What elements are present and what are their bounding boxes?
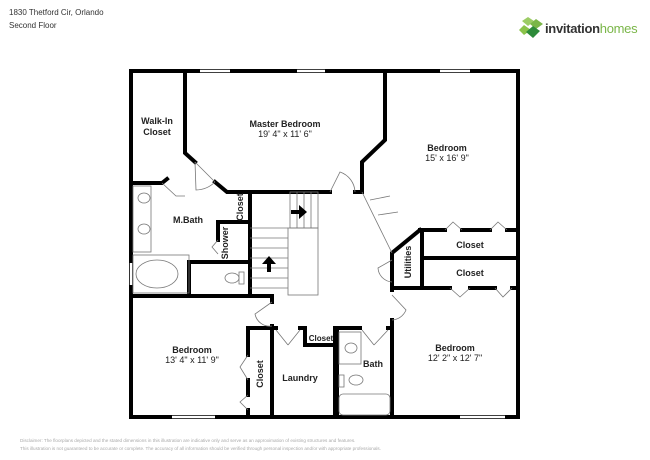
fixtures <box>132 161 513 416</box>
room-labels: Walk-In Closet Master Bedroom 19' 4" x 1… <box>141 116 484 388</box>
room-shower: Shower <box>220 226 230 259</box>
floor-label: Second Floor <box>9 21 57 30</box>
stair-arrow-up-icon <box>262 256 276 272</box>
room-utilities: Utilities <box>403 246 413 279</box>
room-bedroom-sw: Bedroom <box>172 345 212 355</box>
room-bedroom-sw-dim: 13' 4" x 11' 9" <box>165 355 219 365</box>
room-closet-a: Closet <box>456 240 484 250</box>
room-bath: Bath <box>363 359 383 369</box>
room-bedroom-se-dim: 12' 2" x 12' 7" <box>428 353 482 363</box>
logo-text-invitation: invitation <box>545 20 600 36</box>
logo-text-homes: homes <box>599 20 638 36</box>
stair-arrow-right-icon <box>291 205 307 219</box>
room-walkin-closet-line2: Closet <box>143 127 171 137</box>
room-mbath-closet: Closet <box>235 193 245 221</box>
room-walkin-closet-line1: Walk-In <box>141 116 173 126</box>
room-hall-closet: Closet <box>309 334 334 343</box>
disclaimer-line-1: Disclaimer: The floorplans depicted and … <box>20 438 356 443</box>
room-bedroom-ne-dim: 15' x 16' 9" <box>425 153 469 163</box>
room-closet-b: Closet <box>456 268 484 278</box>
room-mbath: M.Bath <box>173 215 203 225</box>
room-laundry: Laundry <box>282 373 318 383</box>
address-text: 1830 Thetford Cir, Orlando <box>9 8 104 17</box>
room-closet-sw: Closet <box>255 360 265 388</box>
logo-diamond-icon <box>519 17 543 38</box>
room-bedroom-se: Bedroom <box>435 343 475 353</box>
disclaimer-line-2: This illustration is not guaranteed to b… <box>20 446 381 451</box>
room-master-bedroom-dim: 19' 4" x 11' 6" <box>258 129 312 139</box>
room-master-bedroom: Master Bedroom <box>249 119 320 129</box>
room-bedroom-ne: Bedroom <box>427 143 467 153</box>
